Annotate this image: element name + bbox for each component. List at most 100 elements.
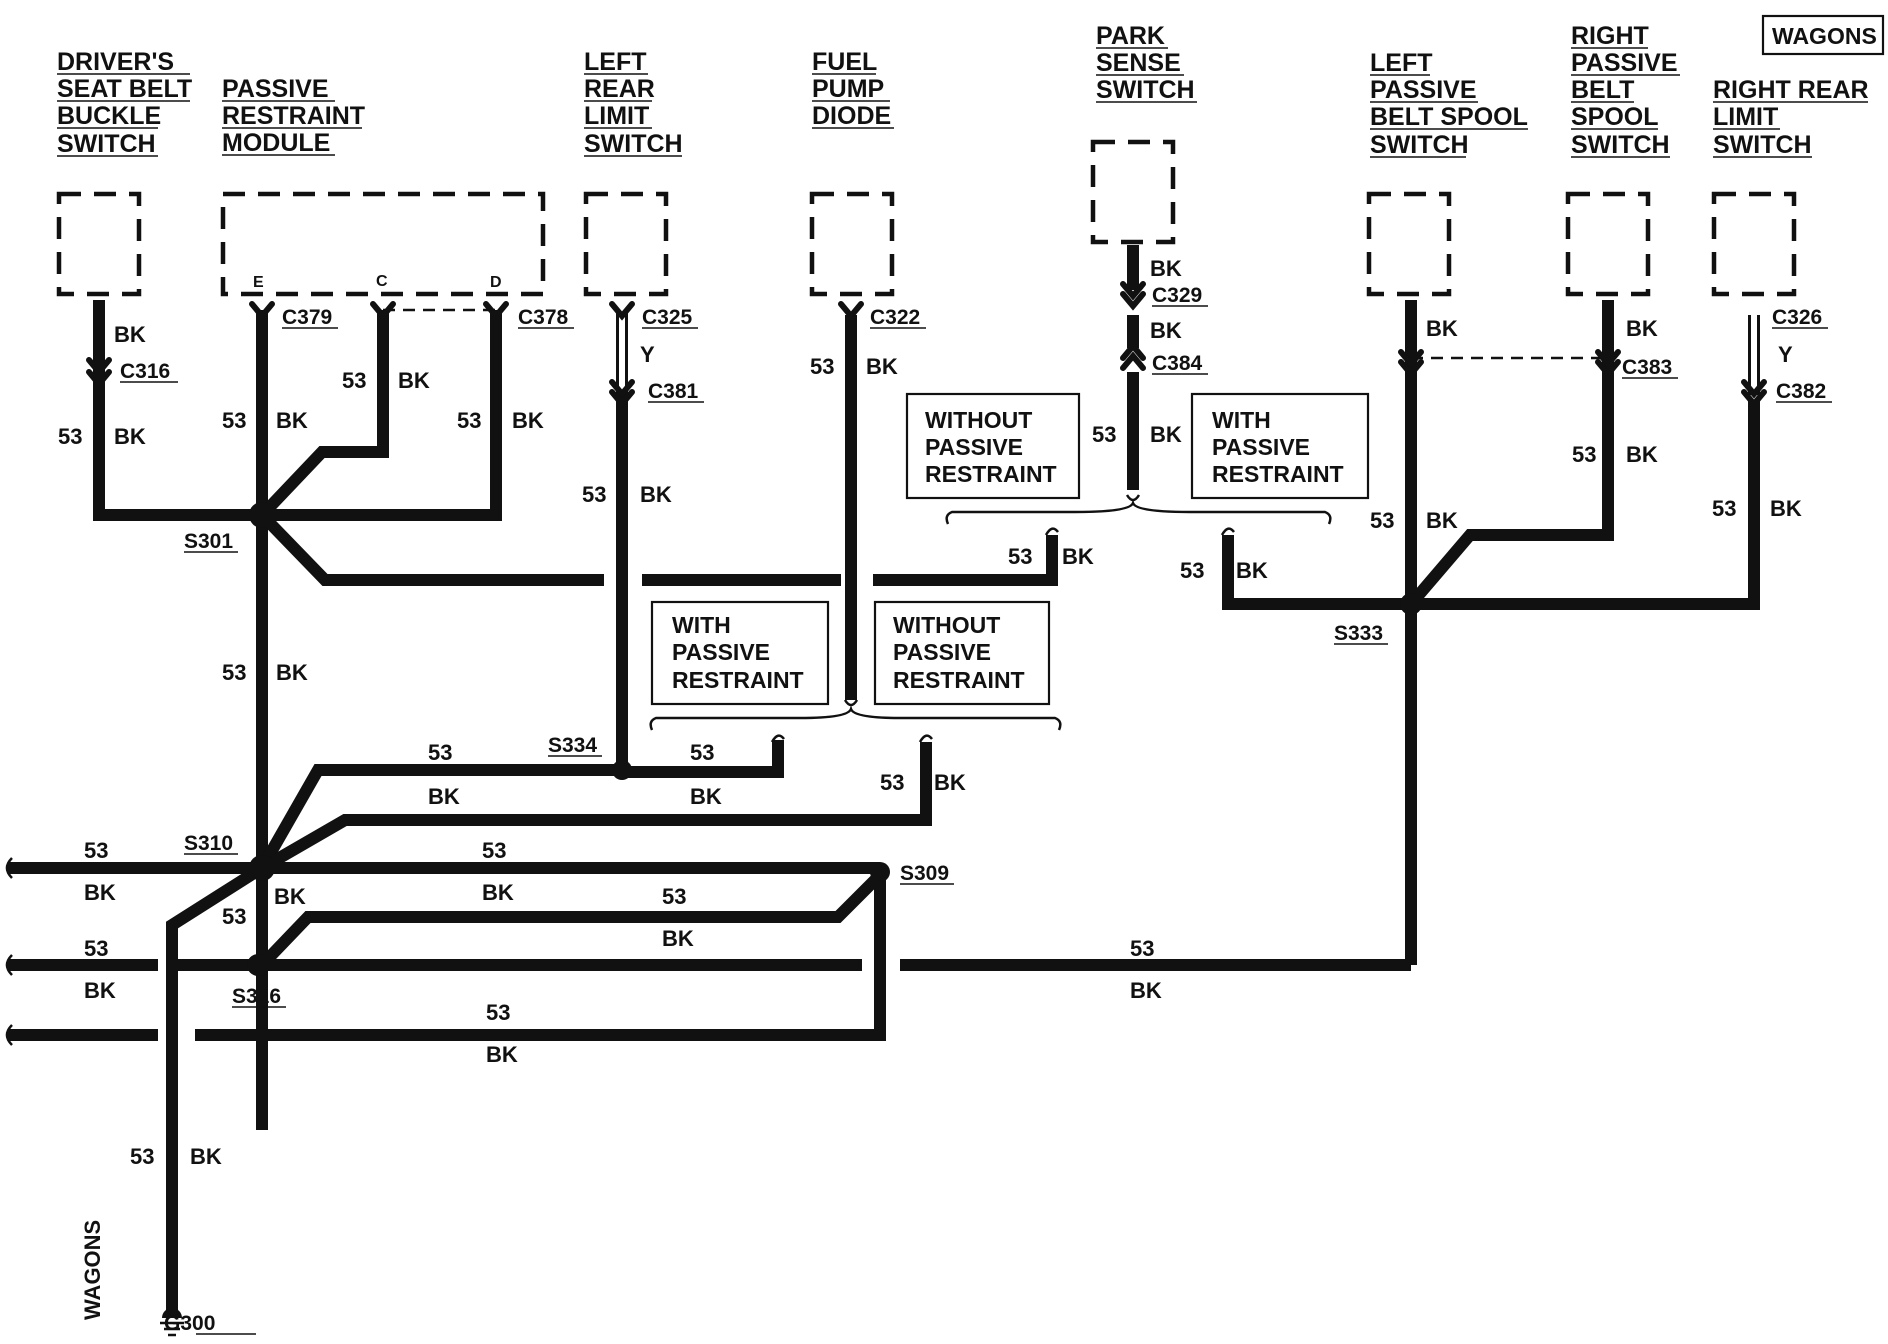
wire-labels: BK 53 BK 53 BK 53 BK 53 BK Y 53 BK 53 BK…	[58, 256, 1802, 1169]
splice-s333: S333	[1334, 622, 1383, 645]
splice-s334: S334	[548, 734, 597, 757]
passive-restraint-module-label: PASSIVE RESTRAINT MODULE	[222, 75, 365, 157]
wire-circuit-label: 53	[58, 424, 82, 449]
title-line: SPOOL	[1571, 103, 1659, 131]
wire-circuit-label: 53	[1092, 422, 1116, 447]
title-line: REAR	[584, 75, 655, 103]
wire-color-label: BK	[276, 660, 308, 685]
wire-color-label: BK	[84, 978, 116, 1003]
connector-c329: C329	[1152, 284, 1202, 307]
title-line: LEFT	[1370, 49, 1433, 77]
note-with-passive-upper: WITH PASSIVE RESTRAINT	[1190, 392, 1370, 500]
wire-color-label: BK	[1626, 442, 1658, 467]
wire-circuit-label: 53	[342, 368, 366, 393]
title-line: PASSIVE	[1571, 49, 1678, 77]
splice-labels: S301 S310 S334 S309 S316 S333	[184, 530, 1388, 1008]
wire-color-label: BK	[1426, 508, 1458, 533]
wagons-side-label: WAGONS	[80, 1220, 105, 1320]
module-pin-c: C	[376, 273, 388, 290]
note-line: RESTRAINT	[893, 667, 1025, 693]
note-line: WITH	[672, 612, 731, 638]
drivers-seat-belt-buckle-switch-label: DRIVER'S SEAT BELT BUCKLE SWITCH	[57, 48, 192, 158]
splice-dot-s309	[870, 862, 890, 882]
wire-color-label: BK	[662, 926, 694, 951]
wagons-badge-text: WAGONS	[1772, 23, 1877, 49]
wire-color-label: BK	[640, 482, 672, 507]
splice-dot-s333	[1400, 593, 1422, 615]
connector-c325: C325	[642, 306, 693, 329]
title-line: RIGHT	[1571, 22, 1649, 50]
title-line: PASSIVE	[222, 75, 329, 103]
wire-circuit-label: 53	[690, 740, 714, 765]
title-line: FUEL	[812, 48, 877, 76]
note-with-passive-lower: WITH PASSIVE RESTRAINT	[650, 600, 830, 706]
title-line: RESTRAINT	[222, 102, 365, 130]
passive-restraint-module-box: E C D	[220, 191, 546, 297]
connector-c326: C326	[1772, 306, 1822, 329]
connector-labels: C316 C379 C378 C325 C381 C322 C329 C384 …	[120, 284, 1832, 403]
splice-s316: S316	[232, 985, 281, 1008]
left-passive-belt-spool-switch-label: LEFT PASSIVE BELT SPOOL SWITCH	[1370, 49, 1528, 159]
park-sense-switch-box	[1090, 139, 1176, 245]
wires	[8, 245, 1760, 1312]
splice-s310: S310	[184, 832, 233, 855]
park-sense-switch-label: PARK SENSE SWITCH	[1096, 22, 1197, 104]
note-line: PASSIVE	[925, 434, 1023, 460]
wire-color-label: BK	[276, 408, 308, 433]
wire-circuit-label: 53	[1008, 544, 1032, 569]
splice-s301: S301	[184, 530, 233, 553]
note-without-passive-upper: WITHOUT PASSIVE RESTRAINT	[905, 392, 1081, 500]
title-line: RIGHT REAR	[1713, 76, 1869, 104]
title-line: LEFT	[584, 48, 647, 76]
title-line: LIMIT	[1713, 103, 1778, 131]
left-rear-limit-switch-label: LEFT REAR LIMIT SWITCH	[584, 48, 683, 158]
note-line: RESTRAINT	[1212, 461, 1344, 487]
splice-dot-s301	[249, 502, 275, 528]
wire-circuit-label: 53	[482, 838, 506, 863]
wire-circuit-label: 53	[810, 354, 834, 379]
connector-c322: C322	[870, 306, 920, 329]
connector-c384: C384	[1152, 352, 1203, 375]
wire-color-label: BK	[114, 322, 146, 347]
title-line: PUMP	[812, 75, 884, 103]
wire-color-label: BK	[428, 784, 460, 809]
splice-s309: S309	[900, 862, 949, 885]
wire-color-label: BK	[1236, 558, 1268, 583]
ground-symbol	[160, 1308, 184, 1337]
title-line: LIMIT	[584, 102, 649, 130]
option-brackets	[5, 494, 1332, 1046]
wire-circuit-label: 53	[222, 408, 246, 433]
wire-color-label: BK	[690, 784, 722, 809]
splice-dot-s334	[612, 760, 632, 780]
wire-color-label: Y	[640, 342, 655, 367]
title-line: DIODE	[812, 102, 891, 130]
wire-circuit-label: 53	[662, 884, 686, 909]
note-line: RESTRAINT	[672, 667, 804, 693]
title-line: SWITCH	[57, 130, 156, 158]
title-line: PARK	[1096, 22, 1165, 50]
wire-circuit-label: 53	[428, 740, 452, 765]
connector-c381: C381	[648, 380, 699, 403]
note-line: RESTRAINT	[925, 461, 1057, 487]
title-line: SWITCH	[1096, 76, 1195, 104]
title-line: BUCKLE	[57, 102, 161, 130]
wire-circuit-label: 53	[457, 408, 481, 433]
title-line: SWITCH	[1571, 131, 1670, 159]
wire-color-label: Y	[1778, 342, 1793, 367]
wire-color-label: BK	[190, 1144, 222, 1169]
title-line: SENSE	[1096, 49, 1181, 77]
wagons-badge: WAGONS	[1761, 14, 1885, 56]
wire-color-label: BK	[1150, 318, 1182, 343]
wire-circuit-label: 53	[1180, 558, 1204, 583]
right-spool-switch-box	[1565, 191, 1651, 297]
ground-g300-label: G300	[164, 1312, 215, 1335]
wire-color-label: BK	[1626, 316, 1658, 341]
note-without-passive-lower: WITHOUT PASSIVE RESTRAINT	[873, 600, 1051, 706]
wire-color-label: BK	[398, 368, 430, 393]
splice-dot-s316	[247, 954, 269, 976]
title-line: SWITCH	[1370, 131, 1469, 159]
connector-c382: C382	[1776, 380, 1826, 403]
wire-color-label: BK	[1150, 422, 1182, 447]
title-line: SWITCH	[584, 130, 683, 158]
wire-color-label: BK	[1062, 544, 1094, 569]
